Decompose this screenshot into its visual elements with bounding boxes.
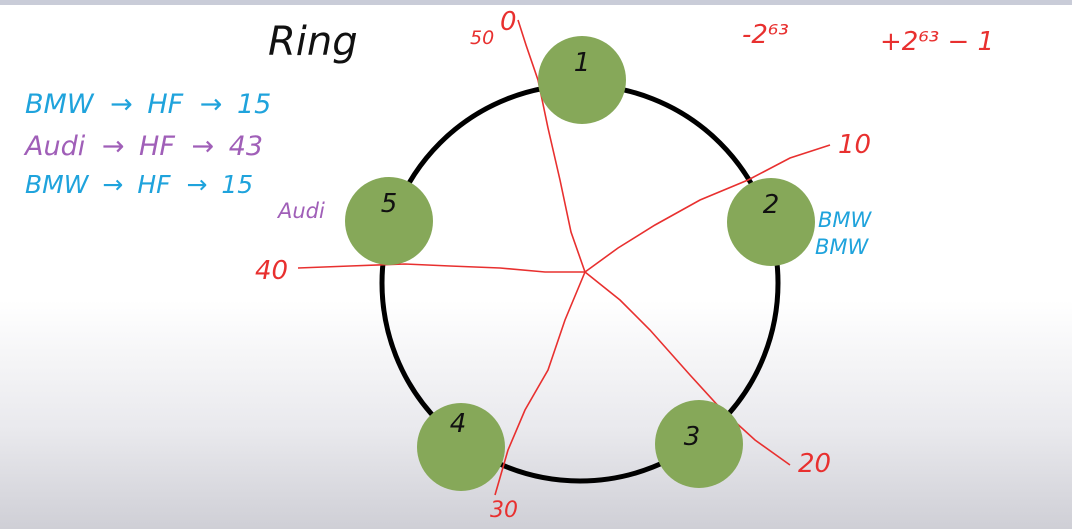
hash-note-arrow: → xyxy=(110,89,133,120)
range-max: +2⁶³ − 1 xyxy=(880,27,994,57)
hash-note-arrow: → xyxy=(186,170,207,199)
partition-line-40 xyxy=(297,263,585,273)
hash-note-value: 43 xyxy=(229,131,263,162)
hash-note-arrow: → xyxy=(191,131,214,162)
hash-note-key: Audi xyxy=(23,131,86,162)
node-3: 3 xyxy=(655,400,743,488)
node-1: 1 xyxy=(538,36,626,124)
node-circle xyxy=(417,403,505,491)
partition-line-20 xyxy=(584,271,791,466)
partition-line-30 xyxy=(494,271,586,496)
hash-note-audi: Audi → HF → 43 xyxy=(23,131,263,162)
node-label: 1 xyxy=(574,48,591,78)
hash-note-arrow: → xyxy=(102,170,123,199)
token-label-50: 50 xyxy=(470,27,494,49)
node-2-annotation-2: BMW xyxy=(815,235,870,259)
svg-text:BMW → HF: BMW → HF → 15 xyxy=(25,170,253,199)
svg-text:BMW → HF: BMW → HF → 15 xyxy=(25,89,271,120)
node-circle xyxy=(538,36,626,124)
node-circle xyxy=(345,177,433,265)
hash-note-bmw-2: BMW → HF → 15 xyxy=(25,170,253,199)
hash-note-function: HF xyxy=(137,170,171,199)
node-5: 5 xyxy=(345,177,433,265)
partition-line-10 xyxy=(584,144,831,273)
hash-note-function: HF xyxy=(139,131,175,162)
hash-note-bmw-1: BMW → HF → 15 xyxy=(25,89,271,120)
node-circle xyxy=(655,400,743,488)
hash-note-arrow: → xyxy=(102,131,125,162)
hash-notes: BMW → HF → 15 Audi → HF → 43 BMW xyxy=(23,89,271,199)
token-label-40: 40 xyxy=(255,256,288,286)
range-min: -2⁶³ xyxy=(742,20,789,50)
partition-line-0 xyxy=(517,19,586,273)
hash-note-key: BMW xyxy=(25,89,95,120)
diagram-title: Ring xyxy=(268,19,358,65)
token-label-30: 30 xyxy=(490,498,518,523)
partition-lines xyxy=(297,19,831,496)
node-4: 4 xyxy=(417,403,505,491)
token-label-20: 20 xyxy=(798,449,831,479)
hash-note-value: 15 xyxy=(237,89,271,120)
node-label: 4 xyxy=(450,409,467,439)
node-label: 5 xyxy=(381,189,398,219)
hash-note-key: BMW xyxy=(25,170,90,199)
hash-note-function: HF xyxy=(147,89,183,120)
node-circle xyxy=(727,178,815,266)
node-5-annotation: Audi xyxy=(276,199,325,223)
node-2-annotation-1: BMW xyxy=(818,208,873,232)
node-label: 2 xyxy=(763,190,780,220)
node-label: 3 xyxy=(684,422,701,452)
token-label-0: 0 xyxy=(500,7,517,37)
hash-note-arrow: → xyxy=(200,89,223,120)
token-label-10: 10 xyxy=(838,130,871,160)
window-top-bar xyxy=(0,0,1072,5)
node-2: 2 xyxy=(727,178,815,266)
svg-text:Audi → HF: Audi → HF → 43 xyxy=(23,131,263,162)
hash-note-value: 15 xyxy=(221,170,253,199)
